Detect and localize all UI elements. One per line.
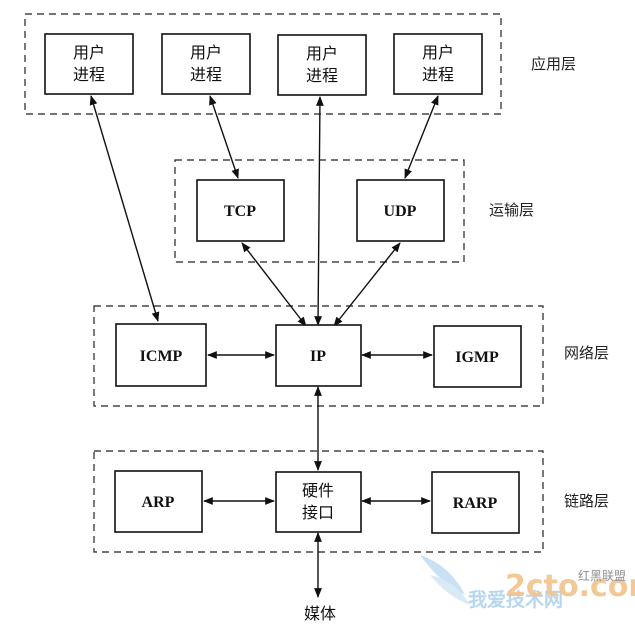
user-process-4-line2: 进程	[422, 65, 454, 84]
arrow-udp-ip	[333, 242, 401, 327]
watermark-text: 2cto.com	[505, 569, 635, 604]
watermark: 我爱技术网 2cto.com 红黑联盟	[420, 555, 635, 611]
icmp-box: ICMP	[115, 323, 207, 387]
watermark-subtext: 红黑联盟	[578, 568, 626, 583]
user-process-4-line1: 用户	[422, 43, 454, 62]
arrow-tcp-ip	[241, 242, 307, 327]
ip-label: IP	[310, 348, 326, 365]
udp-box: UDP	[356, 179, 445, 242]
user-process-1: 用户 进程	[44, 33, 134, 95]
rarp-label: RARP	[453, 495, 498, 512]
network-layer-label: 网络层	[564, 344, 609, 362]
ip-box: IP	[275, 324, 362, 387]
hardware-interface-line1: 硬件	[302, 481, 334, 500]
arrow-process2-tcp	[209, 95, 239, 179]
hardware-interface-line2: 接口	[302, 503, 334, 522]
user-process-1-line1: 用户	[73, 43, 105, 62]
watermark-cn: 我爱技术网	[468, 588, 563, 611]
user-process-3-line1: 用户	[306, 44, 338, 63]
link-layer-label: 链路层	[564, 492, 609, 510]
arp-label: ARP	[142, 494, 175, 511]
user-process-3: 用户 进程	[277, 34, 367, 96]
application-layer-label: 应用层	[531, 55, 576, 73]
arrow-process4-udp	[404, 95, 439, 179]
tcp-label: TCP	[224, 203, 256, 220]
arp-box: ARP	[114, 470, 203, 533]
udp-label: UDP	[384, 203, 417, 220]
rarp-box: RARP	[431, 471, 520, 534]
user-process-2-line2: 进程	[190, 65, 222, 84]
user-process-1-line2: 进程	[73, 65, 105, 84]
icmp-label: ICMP	[140, 348, 183, 365]
arrow-process1-icmp	[89, 95, 160, 322]
user-process-3-line2: 进程	[306, 66, 338, 85]
igmp-box: IGMP	[433, 325, 522, 388]
user-process-2: 用户 进程	[161, 33, 251, 95]
transport-layer-label: 运输层	[489, 201, 534, 219]
hardware-interface-box: 硬件 接口	[275, 471, 362, 533]
arrow-process3-ip	[314, 96, 324, 326]
tcp-box: TCP	[196, 179, 285, 242]
user-process-4: 用户 进程	[393, 33, 483, 95]
medium-label: 媒体	[304, 604, 336, 623]
user-process-2-line1: 用户	[190, 43, 222, 62]
igmp-label: IGMP	[455, 349, 499, 366]
